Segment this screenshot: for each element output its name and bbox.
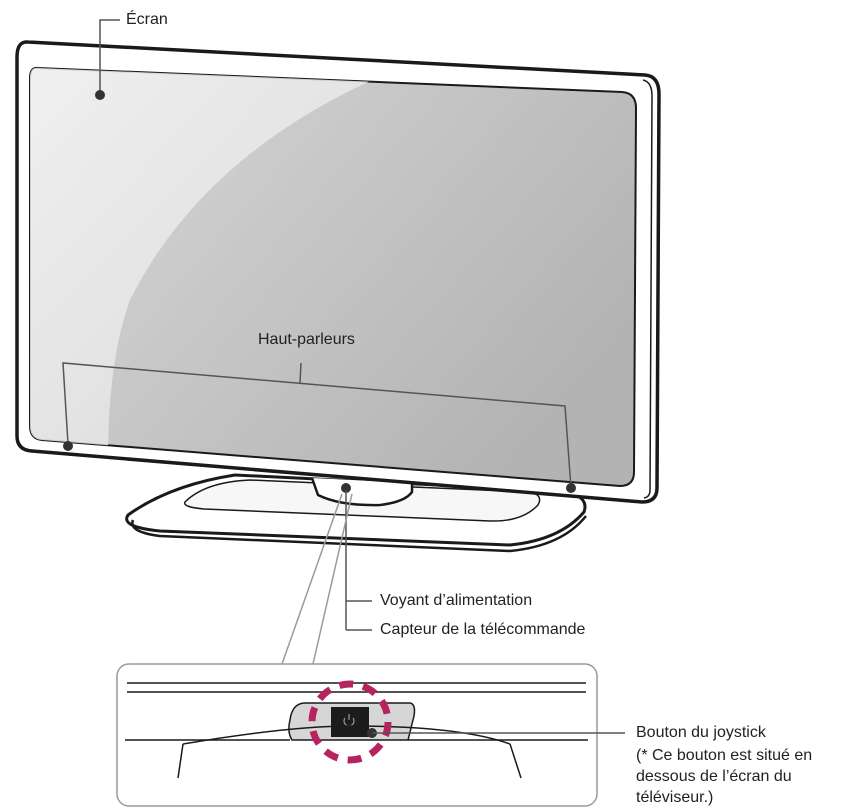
power-indicator-dot [341,483,351,493]
stand-neck [310,477,414,507]
power-indicator-callout [341,483,372,631]
screen-callout [95,19,120,100]
speaker-right-dot [566,483,576,493]
joystick-highlight-circle [308,680,392,764]
label-speakers: Haut-parleurs [258,331,355,348]
joystick-detail-inset [116,663,625,807]
joystick-button-body [331,707,369,737]
speakers-callout [62,362,576,493]
screen-panel [29,66,638,488]
label-screen: Écran [126,11,168,28]
speaker-left-dot [63,441,73,451]
zoom-lines [281,493,353,665]
screen-marker-dot [95,90,105,100]
label-joystick-note: (* Ce bouton est situé en dessous de l’é… [636,747,813,806]
label-remote-sensor: Capteur de la télécommande [380,621,586,638]
label-joystick-button: Bouton du joystick [636,724,766,741]
label-power-indicator: Voyant d’alimentation [380,592,533,609]
